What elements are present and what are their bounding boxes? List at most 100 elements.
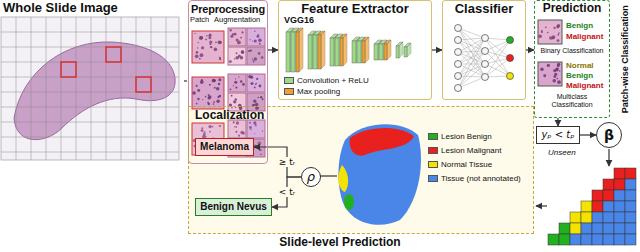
layer-front bbox=[318, 35, 321, 69]
cell-dot bbox=[253, 60, 255, 62]
weight-line bbox=[458, 64, 485, 76]
cell-dot bbox=[557, 78, 559, 80]
layer-side bbox=[321, 31, 325, 69]
cell-dot bbox=[234, 126, 235, 127]
text-label: Patch bbox=[190, 16, 209, 25]
cell-dot bbox=[196, 85, 198, 87]
patch-image bbox=[228, 28, 246, 46]
cell-dot bbox=[231, 95, 233, 97]
legend-text: Lesion Benign bbox=[441, 132, 492, 141]
side-label: Patch-wise Classification bbox=[620, 4, 630, 114]
cell-dot bbox=[216, 100, 220, 104]
grid-cell bbox=[548, 234, 559, 245]
cell-dot bbox=[234, 81, 237, 84]
grid-cell bbox=[592, 223, 603, 234]
layer-front bbox=[340, 38, 343, 66]
neuron bbox=[482, 74, 489, 81]
grid-line bbox=[31, 17, 32, 160]
patch-image bbox=[228, 120, 246, 138]
legend-text: Tissue (not annotated) bbox=[441, 174, 521, 183]
patch-highlight bbox=[106, 47, 121, 62]
cell-dot bbox=[260, 153, 262, 155]
result-box: Melanoma bbox=[195, 138, 254, 156]
cell-dot bbox=[256, 83, 257, 84]
neuron bbox=[507, 37, 514, 44]
legend-text: Lesion Malignant bbox=[441, 146, 501, 155]
flow-connector bbox=[580, 134, 596, 135]
cell-dot bbox=[259, 149, 262, 152]
cell-dot bbox=[545, 26, 547, 28]
neuron bbox=[482, 35, 489, 42]
patch-image bbox=[247, 28, 265, 46]
layer-side bbox=[387, 40, 391, 60]
grid-cell bbox=[559, 223, 570, 234]
layer-side bbox=[361, 37, 365, 63]
cell-dot bbox=[235, 126, 237, 128]
cell-dot bbox=[234, 58, 236, 60]
patch-image bbox=[247, 74, 265, 92]
grid-line bbox=[91, 17, 92, 160]
grid-cell bbox=[592, 201, 603, 212]
cell-dot bbox=[241, 50, 244, 53]
cell-dot bbox=[261, 56, 264, 59]
layer-side bbox=[407, 43, 411, 57]
grid-cell bbox=[559, 234, 570, 245]
cell-dot bbox=[211, 46, 213, 48]
weight-line bbox=[458, 38, 485, 76]
cell-dot bbox=[547, 32, 549, 34]
cell-dot bbox=[254, 31, 256, 33]
weight-line bbox=[458, 52, 485, 64]
legend-swatch bbox=[284, 88, 294, 95]
grid-cell bbox=[592, 234, 603, 245]
weight-line bbox=[458, 28, 485, 51]
panel-title: Whole Slide Image bbox=[0, 0, 184, 17]
flow-connector bbox=[254, 147, 301, 177]
grid-line bbox=[46, 17, 47, 160]
cell-dot bbox=[249, 39, 250, 40]
cell-dot bbox=[553, 69, 556, 72]
neuron bbox=[455, 61, 462, 68]
cell-dot bbox=[260, 96, 262, 98]
cell-dot bbox=[254, 39, 257, 42]
weight-line bbox=[458, 51, 485, 64]
cell-dot bbox=[543, 74, 546, 77]
decision-box: yₚ < tₚ bbox=[536, 126, 580, 144]
layer-front bbox=[404, 47, 407, 57]
weight-line bbox=[485, 58, 510, 77]
cell-dot bbox=[249, 126, 252, 129]
layer-side bbox=[299, 28, 303, 72]
grid-cell bbox=[581, 201, 592, 212]
patch-images bbox=[192, 28, 265, 157]
patch-image bbox=[247, 47, 265, 65]
cell-dot bbox=[200, 36, 203, 39]
cell-dot bbox=[258, 34, 260, 36]
cell-dot bbox=[549, 36, 553, 40]
grid-line bbox=[1, 92, 179, 93]
cell-dot bbox=[218, 78, 221, 81]
grid-line bbox=[76, 17, 77, 160]
grid-line bbox=[121, 17, 122, 160]
patch-image bbox=[228, 47, 246, 65]
text-label: Augmentation bbox=[214, 16, 260, 25]
cell-dot bbox=[219, 41, 222, 44]
cell-dot bbox=[212, 79, 216, 83]
benign-region bbox=[344, 194, 354, 210]
cell-dot bbox=[235, 107, 236, 108]
grid-cell bbox=[581, 234, 592, 245]
layer-side bbox=[343, 34, 347, 66]
cell-dot bbox=[201, 129, 204, 132]
cell-dot bbox=[240, 80, 243, 83]
cell-dot bbox=[195, 55, 199, 59]
node-text: Melanoma bbox=[200, 141, 249, 153]
neuron bbox=[482, 61, 489, 68]
cell-dot bbox=[254, 86, 256, 88]
patch-image bbox=[538, 62, 562, 86]
cell-dot bbox=[233, 100, 236, 103]
cell-dot bbox=[214, 87, 216, 89]
cell-dot bbox=[197, 98, 199, 100]
grid-line bbox=[1, 32, 179, 33]
cell-dot bbox=[554, 73, 557, 76]
layer-front bbox=[352, 41, 356, 63]
grid-line bbox=[1, 122, 179, 123]
weight-line bbox=[458, 51, 485, 88]
